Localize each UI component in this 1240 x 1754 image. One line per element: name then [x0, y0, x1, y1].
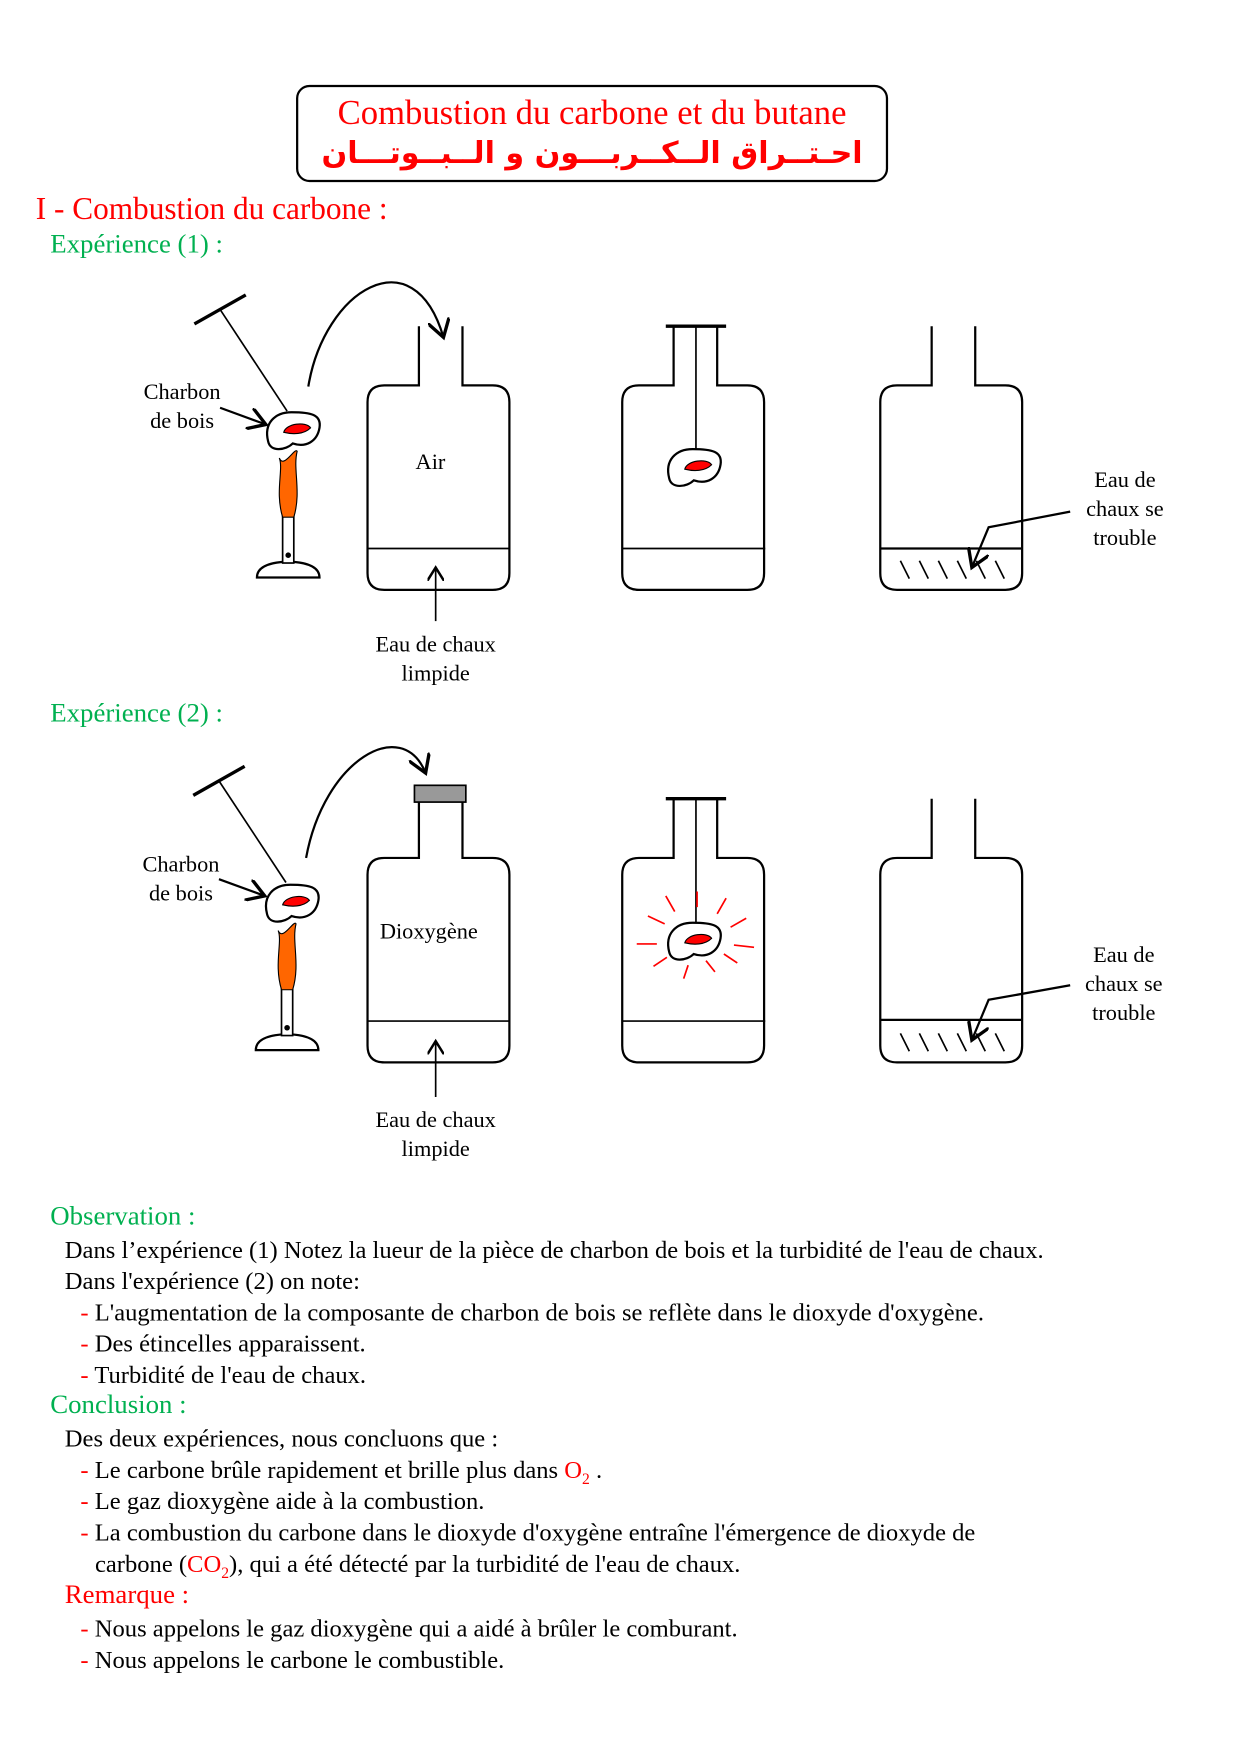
experiment-1-drawing — [193, 281, 1071, 622]
observation-bullet: - Des étincelles apparaissent. — [80, 1329, 366, 1358]
exp2-charcoal-label: Charbon de bois — [142, 852, 220, 906]
title-french: Combustion du carbone et du butane — [337, 92, 847, 132]
experiment-2-drawing — [192, 746, 1071, 1097]
exp1-turbid-label: Eau de chaux se trouble — [1086, 468, 1164, 551]
remark-bullet: - Nous appelons le gaz dioxygène qui a a… — [80, 1614, 738, 1643]
exp2-turbid-label: Eau de chaux se trouble — [1085, 942, 1163, 1026]
section-heading: I - Combustion du carbone : — [35, 192, 388, 227]
bottle-cap — [413, 784, 467, 803]
exp2-water-label: Eau de chaux limpide — [375, 1108, 496, 1162]
observation-bullet: - Turbidité de l'eau de chaux. — [80, 1360, 367, 1389]
conclusion-bullet: - Le carbone brûle rapidement et brille … — [80, 1455, 603, 1489]
remark-bullet: - Nous appelons le carbone le combustibl… — [80, 1645, 505, 1674]
observation-bullet: - L'augmentation de la composante de cha… — [80, 1298, 984, 1326]
title-box: Combustion du carbone et du butane احـتـ… — [296, 84, 889, 183]
conclusion-heading: Conclusion : — [50, 1390, 187, 1420]
conclusion-bullet-continued: carbone (CO2), qui a été détecté par la … — [94, 1549, 741, 1583]
observation-line-2: Dans l'expérience (2) on note: — [64, 1266, 360, 1295]
remark-heading: Remarque : — [64, 1580, 190, 1610]
exp1-water-label: Eau de chaux limpide — [375, 632, 496, 686]
conclusion-bullet: - Le gaz dioxygène aide à la combustion. — [80, 1486, 485, 1515]
observation-line-1: Dans l’expérience (1) Notez la lueur de … — [64, 1235, 1044, 1264]
sparks — [636, 891, 755, 979]
experiment-1-heading: Expérience (1) : — [50, 230, 223, 260]
experiment-2-heading: Expérience (2) : — [50, 699, 223, 729]
conclusion-intro: Des deux expériences, nous concluons que… — [64, 1424, 499, 1453]
exp1-air-label: Air — [415, 450, 446, 475]
observation-heading: Observation : — [50, 1201, 196, 1232]
conclusion-bullet: - La combustion du carbone dans le dioxy… — [80, 1518, 976, 1547]
title-arabic: احـتــراق الــكــربـــون و الــبــوتـــا… — [321, 136, 863, 171]
exp2-dioxygen-label: Dioxygène — [379, 919, 478, 944]
exp1-charcoal-label: Charbon de bois — [143, 379, 221, 434]
